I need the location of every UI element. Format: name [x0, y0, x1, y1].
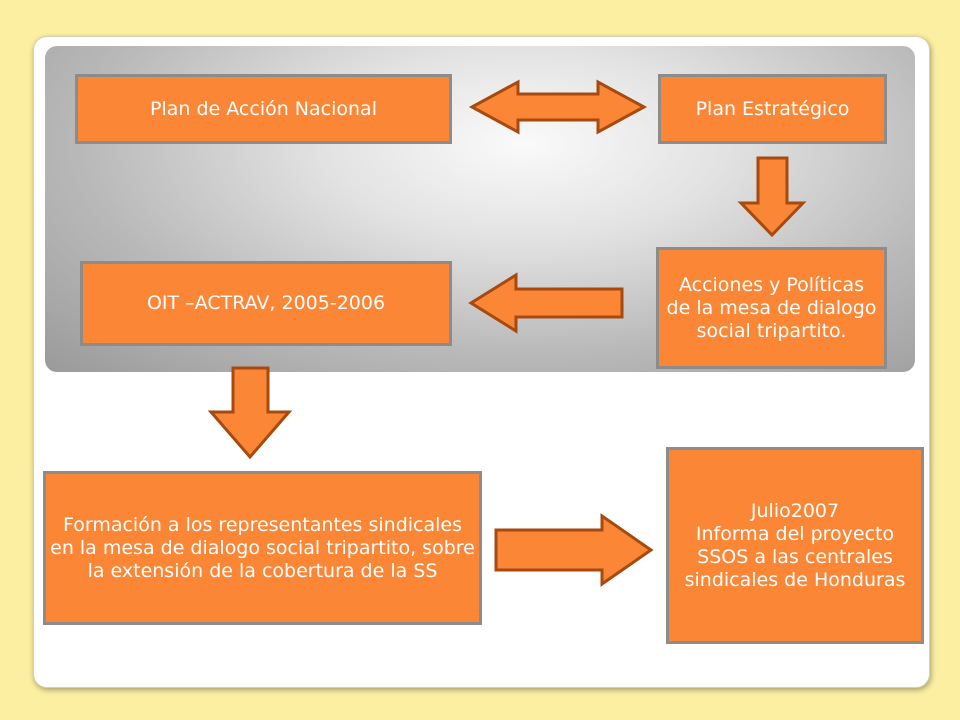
box-plan-accion-nacional: Plan de Acción Nacional — [75, 74, 452, 144]
box-julio-2007: Julio2007 Informa del proyecto SSOS a la… — [666, 447, 924, 644]
double-arrow-icon — [468, 79, 648, 135]
box-plan-accion-nacional-text: Plan de Acción Nacional — [150, 97, 377, 120]
box-oit-actrav-text: OIT –ACTRAV, 2005-2006 — [146, 292, 386, 314]
box-acciones-politicas: Acciones y Políticas de la mesa de dialo… — [656, 247, 887, 369]
box-acciones-politicas-text: Acciones y Políticas de la mesa de dialo… — [666, 273, 877, 342]
box-formacion: Formación a los representantes sindicale… — [43, 471, 482, 625]
box-plan-estrategico: Plan Estratégico — [658, 74, 887, 144]
box-plan-estrategico-text: Plan Estratégico — [695, 97, 850, 120]
arrow-right-icon — [494, 513, 654, 587]
box-julio-2007-text: Julio2007 Informa del proyecto SSOS a la… — [684, 499, 906, 591]
arrow-down-icon — [737, 156, 807, 238]
arrow-down-icon-2 — [207, 366, 293, 460]
box-formacion-text: Formación a los representantes sindicale… — [50, 513, 475, 582]
arrow-left-icon — [468, 272, 624, 334]
box-oit-actrav: OIT –ACTRAV, 2005-2006 — [80, 261, 452, 346]
